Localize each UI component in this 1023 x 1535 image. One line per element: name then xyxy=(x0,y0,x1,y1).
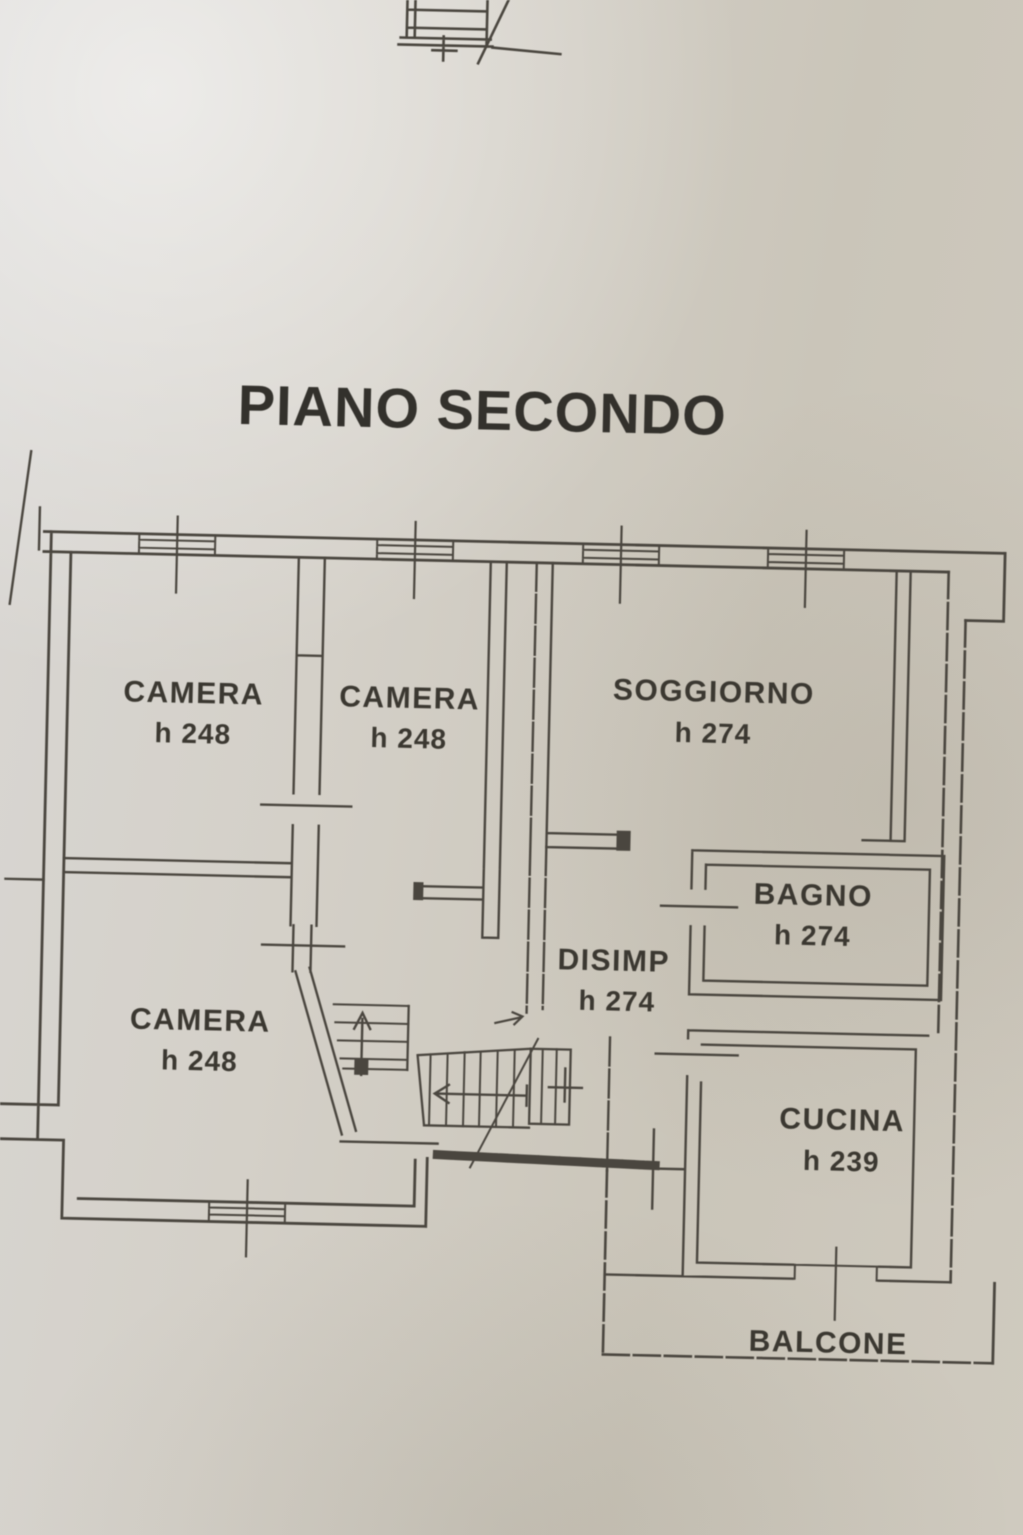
room-height-camera-3: h 248 xyxy=(161,1044,238,1077)
wall xyxy=(4,556,952,1284)
top-sketch-fragment xyxy=(397,0,562,66)
door-jamb xyxy=(413,882,424,901)
sketch-lines xyxy=(397,0,562,66)
room-label-soggiorno: SOGGIORNO xyxy=(613,674,816,712)
room-height-soggiorno: h 274 xyxy=(674,717,751,750)
wall xyxy=(601,570,995,1365)
stair-up-arrow-icon xyxy=(352,1010,372,1077)
stair-outline xyxy=(406,1004,572,1129)
door-ticks xyxy=(260,803,739,1210)
wall xyxy=(525,561,612,1172)
room-height-bagno: h 274 xyxy=(774,919,851,952)
room-label-bagno: BAGNO xyxy=(753,878,873,914)
room-height-disimp: h 274 xyxy=(578,985,655,1018)
stray-reference-line xyxy=(8,449,42,606)
window-axis-tick xyxy=(174,515,838,1321)
plan-title: PIANO SECONDO xyxy=(237,373,727,447)
stair-treads xyxy=(332,1003,558,1129)
room-height-cucina: h 239 xyxy=(803,1145,880,1178)
window-symbols xyxy=(137,515,878,1321)
room-height-camera-2: h 248 xyxy=(370,722,447,755)
hatched-wall xyxy=(432,1149,660,1171)
stair-direction-arrow-icon xyxy=(432,1010,529,1107)
room-label-disimp: DISIMP xyxy=(557,943,670,979)
room-height-camera-1: h 248 xyxy=(154,717,231,750)
room-label-balcone: BALCONE xyxy=(748,1325,908,1362)
staircase xyxy=(332,1003,572,1169)
stair-cut-line xyxy=(468,1037,540,1169)
interior-walls xyxy=(4,556,952,1284)
room-label-camera-3: CAMERA xyxy=(130,1003,271,1039)
room-label-camera-1: CAMERA xyxy=(123,675,264,711)
room-label-camera-2: CAMERA xyxy=(339,680,480,716)
room-label-cucina: CUCINA xyxy=(779,1102,905,1138)
room-labels: CAMERA h 248 CAMERA h 248 SOGGIORNO h 27… xyxy=(123,674,908,1362)
plan-sheet: PIANO SECONDO CAMERA h 248 CAMERA h 248 … xyxy=(0,0,1007,1365)
door-jamb xyxy=(616,830,631,851)
